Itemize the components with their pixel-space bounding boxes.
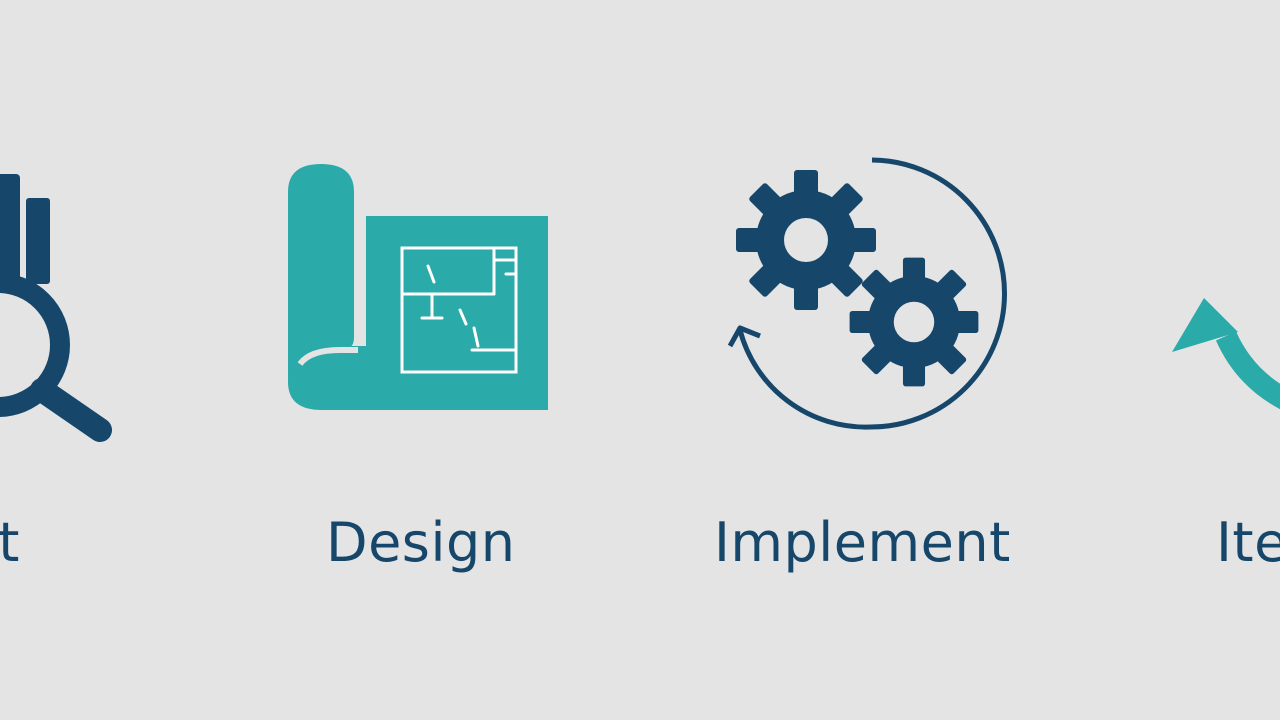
step-design: Design bbox=[270, 0, 570, 720]
step-label-implement: Implement bbox=[714, 511, 1011, 574]
gears-cycle-icon bbox=[727, 157, 1007, 430]
step-iterate: Ite bbox=[1150, 0, 1280, 720]
magnifier-bar-chart-icon bbox=[0, 174, 112, 442]
step-audit: uit bbox=[0, 0, 240, 720]
step-label-design: Design bbox=[326, 511, 516, 574]
step-label-iterate: Ite bbox=[1216, 511, 1280, 574]
curved-arrow-icon bbox=[1172, 298, 1280, 410]
step-label-audit: uit bbox=[0, 511, 20, 574]
step-implement: Implement bbox=[700, 0, 1040, 720]
blueprint-icon bbox=[288, 164, 548, 410]
